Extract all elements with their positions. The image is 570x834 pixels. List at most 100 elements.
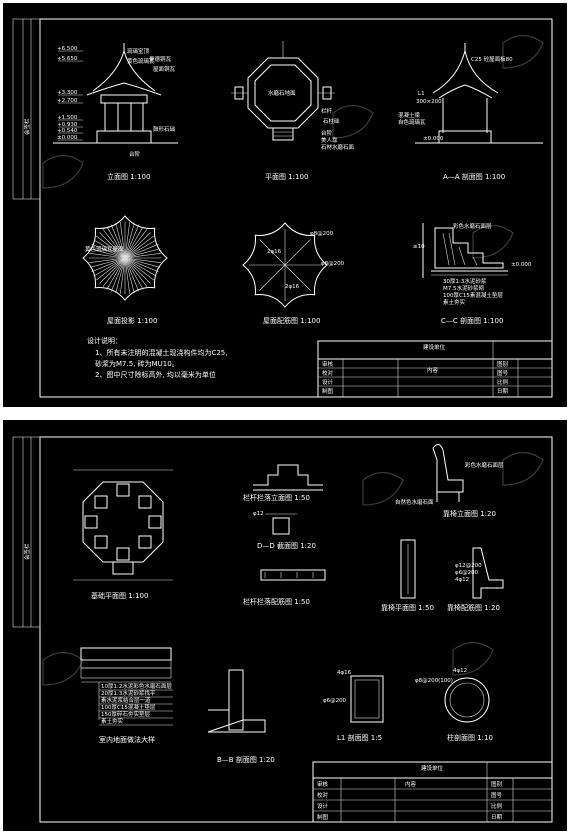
bench-rebar-drawing [472,547,504,599]
roof-rafter-line [124,235,154,259]
roof-rafter-line [284,239,311,266]
roof-rafter-line [115,257,126,293]
col-rebar-2: φ8@200(100) [415,678,453,684]
tb-right-1: 图别 [491,780,502,788]
roof-rafter-line [102,229,126,259]
bench-elevation-drawing [432,444,464,502]
tb-row-2: 校对 [322,369,334,377]
roof-rafter-line [99,257,126,284]
tb-right-2: 图号 [497,369,509,377]
cc-note-3: 30厚1:3水泥砂浆 [443,277,487,285]
tb-right-2: 图号 [491,791,503,799]
binding-strip [12,18,41,200]
elev-mark-6: +0.930 [57,122,78,128]
elev-note-5: 鼓形石础 [153,125,176,133]
roof-rafter-line [259,239,286,266]
tb-row-1: 审核 [322,360,334,368]
elev-mark-2: +5.650 [57,56,78,62]
drawing-sheet-2: 会签栏 基础平面图 1:100 栏杆栏落立面图 1:50 φ12 D—D 截面图… [3,420,567,831]
rebar-label-3: 2φ16 [285,284,300,290]
tb-row-4: 制图 [317,813,329,821]
plan-note-1: 水磨石地面 [268,89,296,97]
roof-rafter-line [284,264,311,291]
roof-rafter-line [124,257,140,292]
tb-unit-label: 建设单位 [421,764,444,772]
tb-right-4: 日期 [497,388,509,395]
design-note-2: 砂浆为M7.5, 砖为MU10。 [95,359,179,368]
plan-note-6: 石材水磨石面 [321,143,355,151]
roof-rafter-line [124,257,135,293]
rebar-label-4: φ8@200 [321,261,345,267]
l1-section-title: L1 剖面图 1:5 [337,733,382,742]
elev-note-2: 黄色琉璃瓦 [127,57,155,65]
roof-rebar-drawing [242,222,328,308]
bench-plan-title: 靠椅平面图 1:50 [381,603,434,612]
section-note-3: 300×200 [416,99,442,105]
roof-rafter-line [96,257,126,281]
roof-rafter-line [124,257,148,287]
design-notes-heading: 设计说明： [87,336,122,345]
roof-rafter-line [102,257,126,287]
design-note-3: 2、图中尺寸除标高外, 均以毫米为单位 [95,370,216,379]
tb-right-1: 图别 [497,360,508,368]
rebar-label-1: φ8@200 [310,231,334,237]
cc-note-0: 彩色水磨石面层 [453,222,492,230]
railing-elevation-drawing [253,464,323,491]
elev-note-4: 屋面铜瓦 [153,65,176,73]
dd-section-title: D—D 截面图 1:20 [257,541,316,550]
elev-note-6: 台阶 [129,150,141,158]
plan-drawing [231,41,335,141]
roof-outline [242,222,328,308]
bench-note-1: 彩色水磨石面层 [465,461,504,469]
roof-rafter-line [124,257,161,263]
binding-strip [12,436,41,628]
roof-rafter-line [89,257,126,263]
roof-rafter-line [91,243,126,259]
bench-note-2: 自然色水磨石面 [395,498,434,506]
section-cc-title: C—C 剖面图 1:100 [441,316,503,325]
roof-rafter-line [124,257,144,290]
tb-right-4: 日期 [491,814,503,821]
elevation-title: 立面图 1:100 [107,172,150,181]
bench-elev-title: 靠椅立面图 1:20 [443,509,496,518]
sheet-2-canvas: 会签栏 基础平面图 1:100 栏杆栏落立面图 1:50 φ12 D—D 截面图… [12,436,553,823]
l1-section-drawing [350,675,384,723]
roof-rafter-line [115,223,126,259]
roof-rafter-line [124,222,130,259]
elev-mark-7: +0.540 [57,128,78,134]
cc-note-6: 素土夯实 [443,298,466,306]
roof-rafter-line [106,257,126,290]
plan-note-5: 石柱础 [323,117,340,125]
title-block [312,761,553,823]
tb-row-1: 审核 [317,780,329,788]
tb-row-4: 制图 [322,387,334,395]
roof-rafter-line [124,226,144,259]
roof-rafter-line [124,253,161,259]
cc-note-4: M7.5水泥砂浆砌 [443,284,484,292]
roof-rafter-line [90,248,126,259]
tb-right-3: 比例 [497,378,509,386]
bench-rebar-1: φ12@200 [455,563,482,569]
tb-content-label: 内容 [427,366,439,374]
tb-unit-label: 建设单位 [423,343,446,351]
roof-projection-title: 屋面投影 1:100 [107,316,157,325]
elev-mark-4: +2.700 [57,98,78,104]
railing-rebar-drawing [260,569,326,581]
roof-rafter-line [124,229,148,259]
roof-rafter-line [89,253,126,259]
plan-note-4: 美人靠 [321,136,338,144]
dd-section-drawing [265,513,297,535]
elev-mark-5: +1.500 [57,115,78,121]
tb-right-3: 比例 [491,802,503,810]
bb-section-title: B—B 剖面图 1:20 [217,755,275,764]
floor-layer-3: 素水泥浆结合层一道 [101,696,151,704]
tb-row-2: 校对 [317,791,329,799]
roof-outline [82,215,168,301]
section-note-2: L1 [418,91,425,97]
plan-title: 平面图 1:100 [265,173,308,181]
l1-rebar-1: 4φ16 [337,670,352,676]
roof-rafter-line [93,239,126,259]
section-cc-drawing [422,223,508,278]
railing-elev-title: 栏杆栏落立面图 1:50 [243,493,310,502]
side-label: 会签栏 [23,118,31,135]
